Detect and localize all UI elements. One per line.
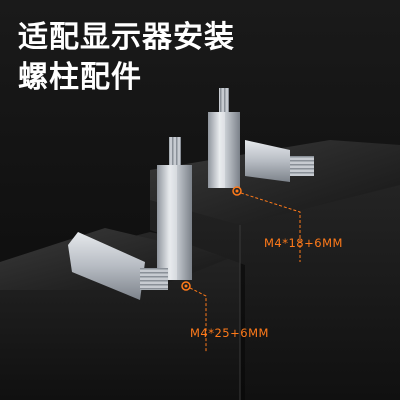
standoff-vertical-middle: [157, 137, 192, 280]
standoff-horizontal-right: [245, 140, 314, 182]
headline-line-2: 螺柱配件: [18, 60, 142, 95]
dimension-callout-upper: [232, 186, 301, 262]
spec-label-lower: M4*25+6MM: [190, 326, 269, 340]
standoff-vertical-back: [208, 88, 240, 188]
upper-block: [150, 160, 400, 400]
headline-line-1: 适配显示器安装: [18, 20, 235, 55]
dimension-callout-lower: [181, 281, 207, 352]
headline: 适配显示器安装 螺柱配件: [18, 18, 235, 98]
spec-label-upper: M4*18+6MM: [264, 236, 343, 250]
standoff-horizontal-left: [68, 232, 168, 300]
